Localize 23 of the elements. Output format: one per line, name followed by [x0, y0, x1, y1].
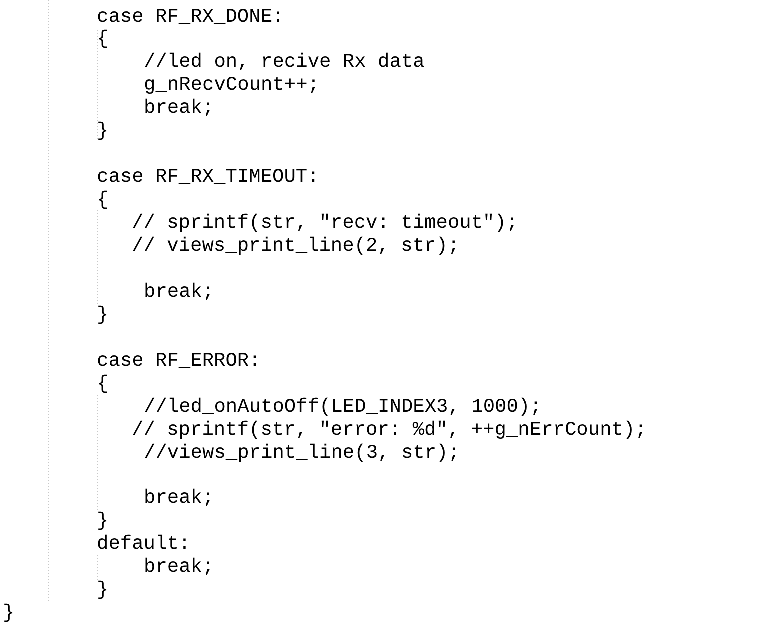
- code-line: }: [3, 602, 15, 624]
- code-line: // sprintf(str, "recv: timeout");: [132, 212, 518, 234]
- code-line: break;: [144, 487, 214, 509]
- code-line: }: [97, 579, 109, 601]
- code-line: //views_print_line(3, str);: [144, 442, 460, 464]
- code-line: // sprintf(str, "error: %d", ++g_nErrCount);: [132, 419, 647, 441]
- code-line: {: [97, 373, 109, 395]
- code-line: }: [97, 120, 109, 142]
- code-line: // views_print_line(2, str);: [132, 235, 460, 257]
- code-line: //led on, recive Rx data: [144, 51, 425, 73]
- code-line: break;: [144, 281, 214, 303]
- code-line: case RF_RX_TIMEOUT:: [97, 166, 320, 188]
- code-line: }: [97, 510, 109, 532]
- code-line: case RF_RX_DONE:: [97, 6, 284, 28]
- code-line: {: [97, 189, 109, 211]
- code-line: }: [97, 304, 109, 326]
- code-line: break;: [144, 556, 214, 578]
- code-line: g_nRecvCount++;: [144, 74, 320, 96]
- code-line: //led_onAutoOff(LED_INDEX3, 1000);: [144, 396, 542, 418]
- code-line: case RF_ERROR:: [97, 350, 261, 372]
- code-line: default:: [97, 533, 191, 555]
- code-line: {: [97, 28, 109, 50]
- code-line: break;: [144, 97, 214, 119]
